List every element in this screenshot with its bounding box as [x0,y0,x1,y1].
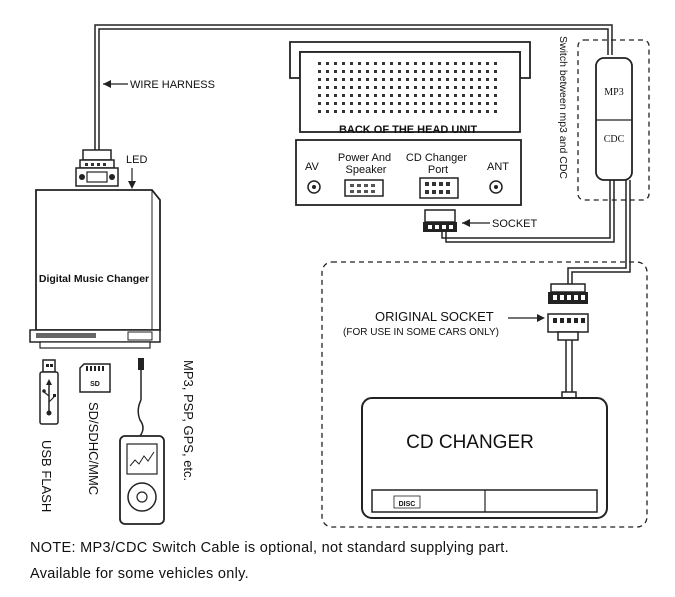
original-socket-to-cd-changer-cable [565,340,573,392]
socket-connector [423,209,457,232]
sd-card-icon: SD [79,363,111,393]
back-of-head-unit-label: BACK OF THE HEAD UNIT [339,124,477,136]
led-label: LED [126,154,147,166]
cd-changer-dashed-box [321,261,648,528]
switch-dashed-box [577,39,650,201]
wire-harness-arrow [103,80,128,88]
power-speaker-connector [344,179,384,197]
original-socket-label: ORIGINAL SOCKET [375,309,494,324]
vent-grille [318,62,497,113]
usb-flash-icon [39,359,59,425]
wire-harness-label: WIRE HARNESS [130,79,215,91]
original-socket-connectors [547,283,589,341]
led-arrow [128,168,136,189]
cd-changer-label: CD CHANGER [406,432,534,453]
cd-changer-port [419,177,459,199]
mp3-psp-gps-label: MP3, PSP, GPS, etc. [181,360,196,481]
switch-description: Switch between mp3 and CDC [557,36,569,179]
digital-music-changer-label: Digital Music Changer [39,273,149,285]
digital-music-changer: Digital Music Changer [29,189,161,349]
db-connector [75,149,119,187]
note-line-2: Available for some vehicles only. [30,566,249,582]
cd-changer-port-label: CD Changer Port [406,152,470,176]
socket-label: SOCKET [492,218,538,230]
head-unit: BACK OF THE HEAD UNIT AV Power And Speak… [289,41,531,206]
note-line-1: NOTE: MP3/CDC Switch Cable is optional, … [30,540,509,556]
usb-flash-label: USB FLASH [39,440,54,512]
socket-arrow [462,219,490,227]
cd-changer: CD CHANGER DISC [361,391,608,519]
cd-logo: DISC [399,501,416,508]
av-label: AV [305,161,320,173]
switch-to-socket-cable [441,180,615,243]
svg-text:SD: SD [90,381,100,388]
mp3-cdc-switch: MP3 CDC [595,57,633,181]
mp3-player-icon [119,358,165,525]
original-socket-arrow [508,314,545,322]
cdc-label: CDC [604,134,625,145]
power-speaker-label: Power And Speaker [338,152,394,176]
switch-to-original-socket-cable [567,180,631,284]
ant-label: ANT [487,161,509,173]
original-socket-note: (FOR USE IN SOME CARS ONLY) [343,327,499,338]
mp3-label: MP3 [604,87,623,98]
sd-sdhc-mmc-label: SD/SDHC/MMC [86,402,101,495]
